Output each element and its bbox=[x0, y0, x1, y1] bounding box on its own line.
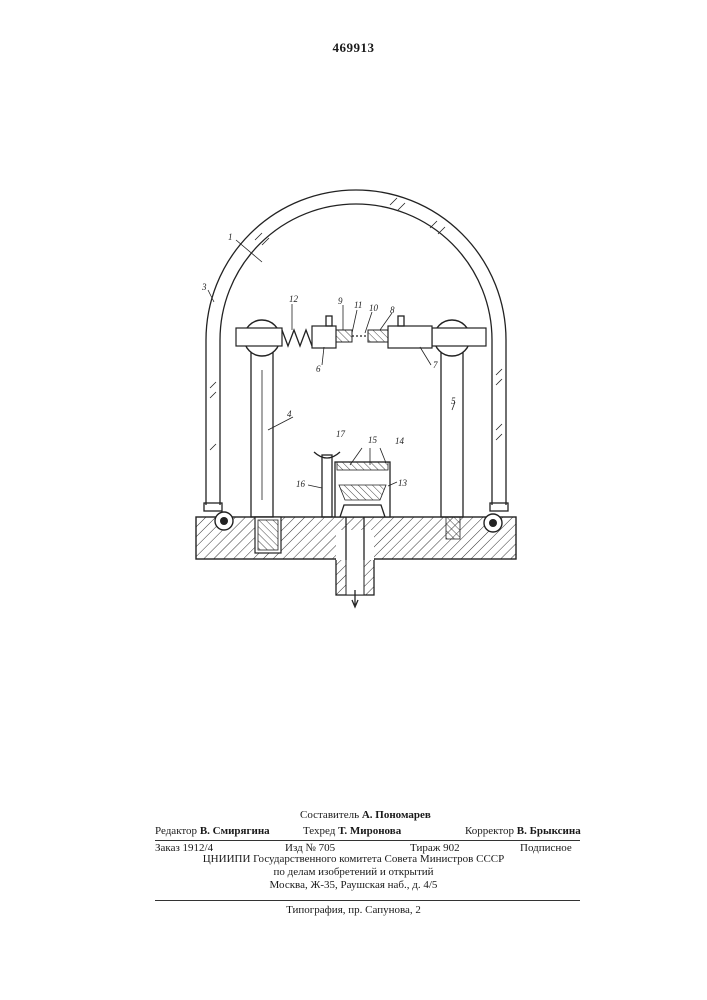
printing-house: Типография, пр. Сапунова, 2 bbox=[0, 904, 707, 916]
part-label: 12 bbox=[289, 294, 299, 304]
part-label: 6 bbox=[316, 364, 321, 374]
part-label: 8 bbox=[390, 305, 395, 315]
holder-7 bbox=[388, 326, 432, 348]
part-label: 3 bbox=[201, 282, 207, 292]
part-label: 1 bbox=[228, 232, 233, 242]
techred-name: Т. Миронова bbox=[338, 825, 401, 837]
part-label: 16 bbox=[296, 479, 306, 489]
part-label: 15 bbox=[368, 435, 378, 445]
org-line-2: по делам изобретений и открытий bbox=[0, 866, 707, 878]
org-line-3: Москва, Ж-35, Раушская наб., д. 4/5 bbox=[0, 879, 707, 891]
org-line-1: ЦНИИПИ Государственного комитета Совета … bbox=[0, 853, 707, 865]
rod-16 bbox=[322, 455, 332, 517]
spring-12 bbox=[282, 330, 312, 346]
part-label: 14 bbox=[395, 436, 405, 446]
compiler-name: А. Пономарев bbox=[362, 809, 431, 821]
techred-label: Техред bbox=[303, 825, 335, 837]
part-label: 17 bbox=[336, 429, 346, 439]
holder-6 bbox=[312, 326, 336, 348]
compiler-label: Составитель bbox=[300, 809, 359, 821]
part-label: 7 bbox=[433, 360, 438, 370]
part-label: 11 bbox=[354, 300, 362, 310]
part-label: 10 bbox=[369, 303, 379, 313]
divider bbox=[155, 840, 580, 841]
editor-line: Редактор В. Смирягина bbox=[155, 825, 270, 837]
corrector-label: Корректор bbox=[465, 825, 514, 837]
compiler-line: Составитель А. Пономарев bbox=[300, 809, 431, 821]
editor-name: В. Смирягина bbox=[200, 825, 270, 837]
techred-line: Техред Т. Миронова bbox=[303, 825, 401, 837]
part-label: 13 bbox=[398, 478, 408, 488]
corrector-line: Корректор В. Брыксина bbox=[465, 825, 581, 837]
part-label: 4 bbox=[287, 409, 292, 419]
post-5 bbox=[441, 350, 463, 517]
editor-label: Редактор bbox=[155, 825, 197, 837]
part-label: 5 bbox=[451, 396, 456, 406]
technical-drawing: 1 3 4 5 6 7 8 9 10 11 12 13 14 15 16 17 bbox=[0, 0, 707, 640]
divider bbox=[155, 900, 580, 901]
corrector-name: В. Брыксина bbox=[517, 825, 581, 837]
part-label: 9 bbox=[338, 296, 343, 306]
leader-lines bbox=[208, 240, 455, 488]
